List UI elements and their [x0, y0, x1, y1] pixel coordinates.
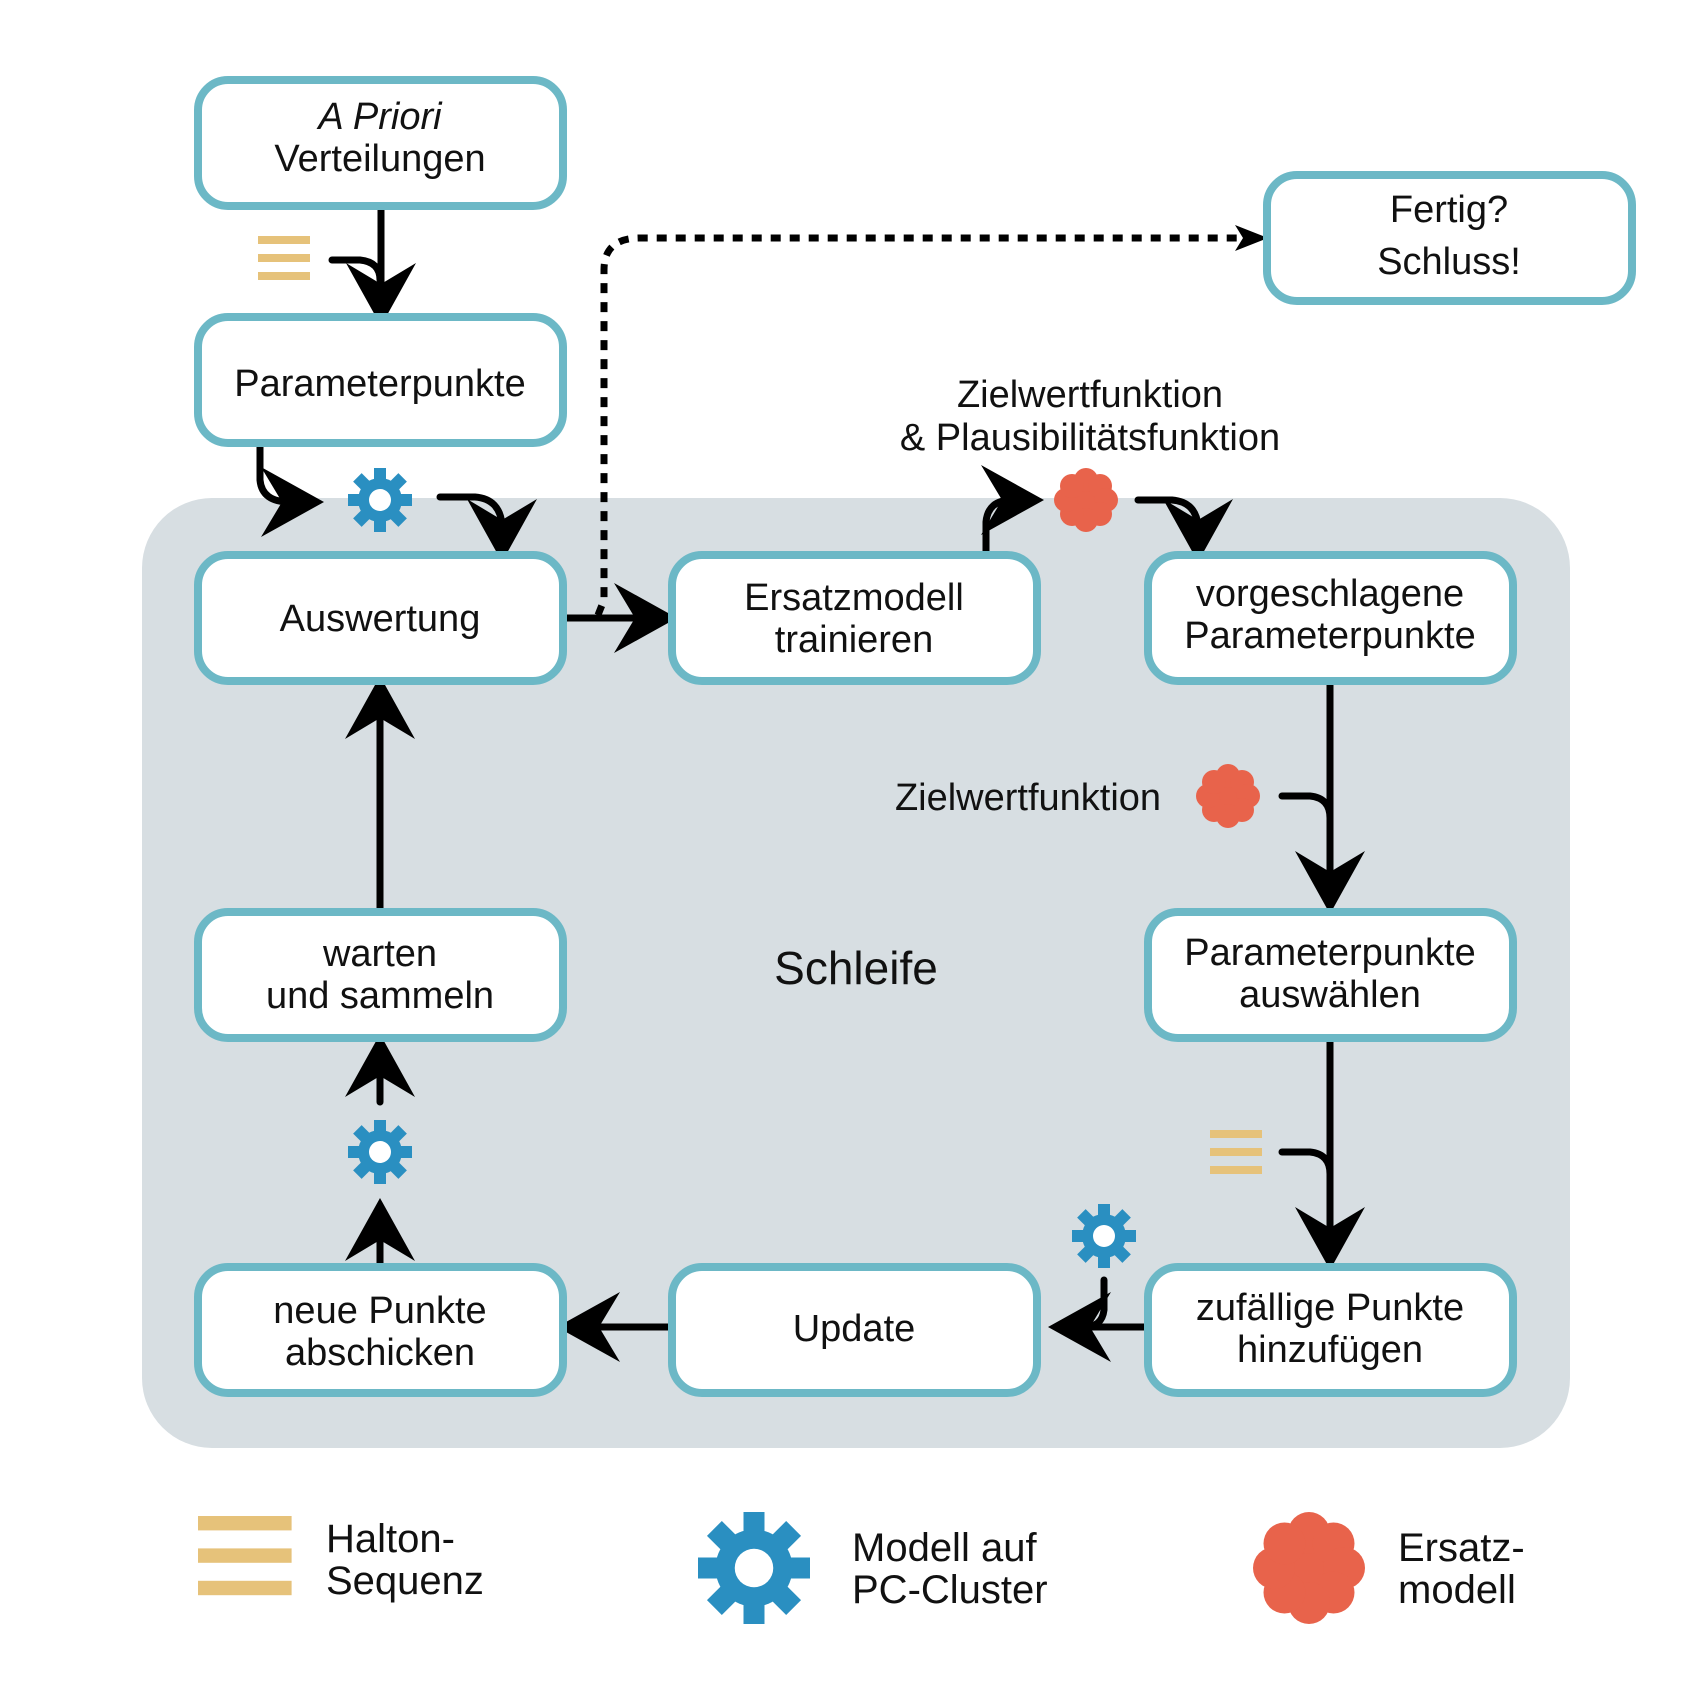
node-warten-line1: warten — [322, 933, 437, 975]
legend-surrogate-icon — [1253, 1512, 1365, 1624]
legend-surrogate-line1: Ersatz- — [1398, 1526, 1525, 1570]
node-auswaehlen-line2: auswählen — [1239, 974, 1421, 1016]
gear-icon — [698, 1512, 810, 1624]
surrogate-blob-icon — [1054, 468, 1118, 532]
legend-halton-line2: Sequenz — [326, 1559, 484, 1603]
node-ersatzmodell-line2: trainieren — [775, 619, 933, 661]
annotation-zielwert-plaus-line1: Zielwertfunktion — [957, 374, 1223, 416]
legend-gear-line2: PC-Cluster — [852, 1568, 1048, 1612]
legend-halton-icon — [198, 1516, 292, 1596]
node-neue-punkte-abschicken: neue Punkte abschicken — [194, 1263, 567, 1397]
node-fertig-line2: Schluss! — [1377, 241, 1521, 283]
node-zufaellig-line1: zufällige Punkte — [1196, 1287, 1464, 1329]
edge-dashed-to-fertig — [594, 234, 1250, 617]
node-vorgeschlagene-line1: vorgeschlagene — [1196, 573, 1464, 615]
edge-ersatzmodell-to-blob — [981, 465, 1044, 562]
legend-halton-line1: Halton- — [326, 1517, 455, 1561]
node-a-priori-line1: A Priori — [316, 96, 443, 138]
legend: Halton- Sequenz Modell auf PC-Cluster Er… — [198, 1512, 1525, 1624]
node-auswaehlen-line1: Parameterpunkte — [1184, 932, 1476, 974]
node-ersatzmodell-line1: Ersatzmodell — [744, 577, 964, 619]
node-a-priori-line2: Verteilungen — [274, 138, 485, 180]
edge-halton-merge-lower — [1278, 1148, 1334, 1178]
node-vorgeschlagene-line2: Parameterpunkte — [1184, 615, 1476, 657]
node-warten-und-sammeln: warten und sammeln — [194, 908, 567, 1042]
node-fertig-schluss: Fertig? Schluss! — [1263, 171, 1636, 305]
node-neue-punkte-line1: neue Punkte — [273, 1290, 486, 1332]
halton-sequence-icon — [258, 236, 310, 280]
node-parameterpunkte-label: Parameterpunkte — [234, 363, 526, 405]
edge-halton-merge-top — [328, 256, 384, 284]
surrogate-blob-icon — [1253, 1512, 1365, 1624]
edge-parameterpunkte-to-gear — [256, 438, 324, 537]
halton-sequence-icon — [198, 1516, 292, 1596]
edge-blob-to-vorgeschlagene — [1134, 496, 1233, 562]
node-parameterpunkte: Parameterpunkte — [194, 313, 567, 447]
node-a-priori-verteilungen: A Priori Verteilungen — [194, 76, 567, 210]
gear-icon — [1072, 1204, 1136, 1268]
node-parameterpunkte-auswaehlen: Parameterpunkte auswählen — [1144, 908, 1517, 1042]
node-auswertung: Auswertung — [194, 551, 567, 685]
edge-gear-merge-update — [1080, 1276, 1108, 1331]
loop-label: Schleife — [774, 942, 938, 994]
edge-dashed-arrowhead — [1235, 225, 1268, 251]
gear-icon — [348, 468, 412, 532]
halton-sequence-icon — [1210, 1130, 1262, 1174]
node-update-label: Update — [793, 1308, 916, 1350]
node-zufaellige-punkte: zufällige Punkte hinzufügen — [1144, 1263, 1517, 1397]
node-warten-line2: und sammeln — [266, 975, 494, 1017]
node-vorgeschlagene-parameterpunkte: vorgeschlagene Parameterpunkte — [1144, 551, 1517, 685]
edge-gear-to-auswertung — [436, 493, 537, 562]
loop-region — [142, 498, 1570, 1448]
legend-gear-icon — [698, 1512, 810, 1624]
legend-gear-line1: Modell auf — [852, 1526, 1037, 1570]
node-auswertung-label: Auswertung — [280, 598, 481, 640]
node-neue-punkte-line2: abschicken — [285, 1332, 475, 1374]
surrogate-blob-icon — [1196, 764, 1260, 828]
node-fertig-line1: Fertig? — [1390, 189, 1508, 231]
node-zufaellig-line2: hinzufügen — [1237, 1329, 1423, 1371]
edge-zielwert-merge — [1278, 792, 1334, 822]
annotation-zielwert-plaus-line2: & Plausibilitätsfunktion — [900, 417, 1280, 459]
node-update: Update — [668, 1263, 1041, 1397]
node-ersatzmodell-trainieren: Ersatzmodell trainieren — [668, 551, 1041, 685]
annotation-zielwert: Zielwertfunktion — [895, 777, 1161, 819]
legend-surrogate-line2: modell — [1398, 1568, 1516, 1612]
gear-icon — [348, 1120, 412, 1184]
